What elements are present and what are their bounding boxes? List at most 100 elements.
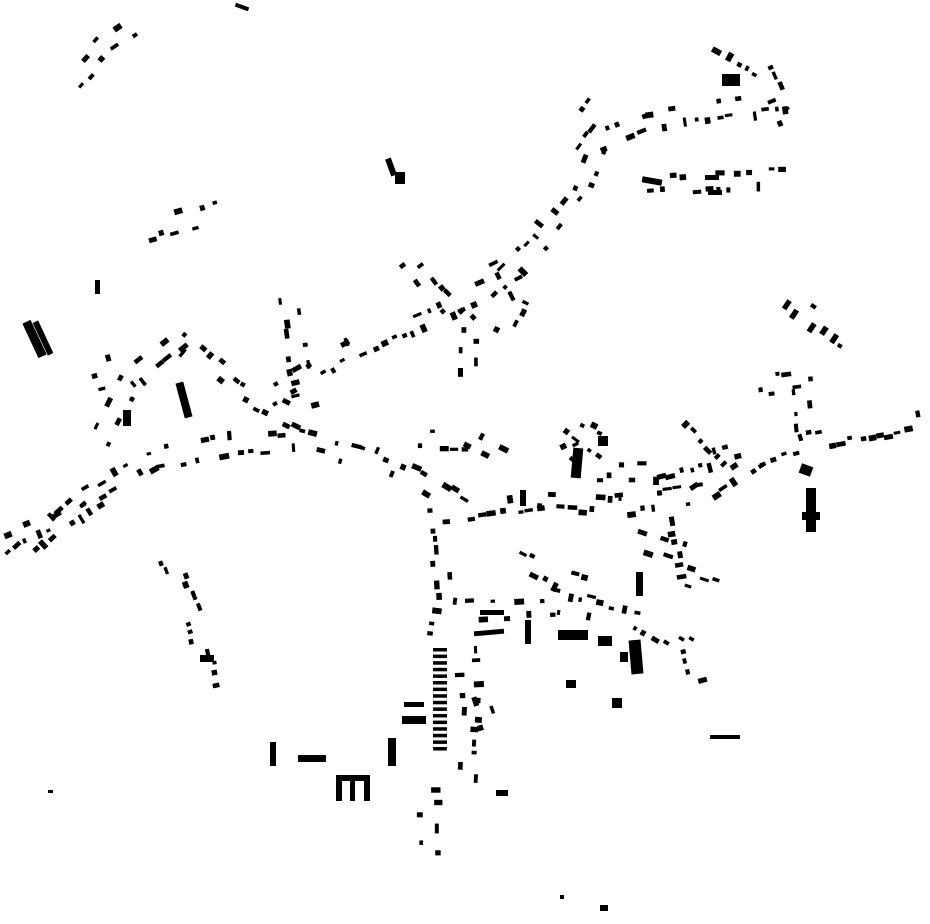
building [398,262,407,270]
building [470,300,479,309]
building [729,461,739,471]
building [690,467,695,473]
building [662,486,672,492]
building [746,169,753,176]
building [35,529,44,540]
building [618,462,625,468]
building [626,511,637,519]
building [642,549,654,558]
building [636,572,643,596]
building [433,694,447,698]
building [433,545,439,555]
building [554,587,561,594]
building [686,564,697,573]
building [374,446,381,455]
building [436,592,443,601]
building [395,172,405,184]
building [399,463,407,471]
building [566,680,576,688]
building [131,32,139,39]
building [651,504,656,512]
building [682,657,688,665]
building [457,761,463,770]
building [542,245,549,252]
building [589,505,595,513]
building [200,436,210,444]
building [678,635,685,642]
building [261,408,270,417]
building [771,71,778,81]
building [109,42,120,51]
building [175,381,193,419]
building [521,299,530,306]
building [528,571,540,581]
building [594,452,603,460]
building [720,460,728,468]
building [306,359,311,369]
building [471,739,477,747]
building [662,552,674,560]
building [677,550,684,559]
building [669,172,677,179]
building [567,504,578,511]
building [519,308,528,318]
building [108,486,118,494]
building [556,609,561,616]
building [242,395,250,404]
building [173,207,184,216]
building [526,610,532,618]
building [433,687,447,692]
building [644,111,654,119]
building [388,738,396,766]
building [205,351,215,360]
building [281,421,291,430]
building [158,560,164,567]
building [710,735,740,739]
building [433,700,447,705]
building [659,186,665,193]
building [503,616,511,622]
building [768,167,775,171]
building [402,716,426,724]
building [589,421,599,430]
building [439,446,449,452]
building [628,639,644,675]
building [47,533,57,543]
building [419,840,424,845]
building [689,426,698,434]
building [307,429,318,437]
building [784,106,790,111]
building [64,497,73,506]
building [618,496,622,501]
building [218,357,227,366]
building [606,472,612,479]
building [708,190,722,195]
building [486,509,497,517]
building [133,355,144,365]
building [672,485,682,490]
building [682,117,687,127]
building [697,676,708,684]
building [334,440,339,446]
building [158,229,165,237]
building [156,463,165,469]
building [794,411,798,417]
building [218,452,230,461]
building [585,612,592,621]
building [459,495,469,503]
building [676,573,687,580]
building [433,727,447,731]
building [798,463,814,477]
building [433,733,447,738]
building [114,417,122,427]
building [476,724,484,732]
building [517,266,529,278]
building [596,430,603,436]
building [450,484,461,494]
building [582,130,590,139]
building [91,372,98,380]
building [473,681,484,688]
building [112,22,123,33]
building [427,630,434,636]
